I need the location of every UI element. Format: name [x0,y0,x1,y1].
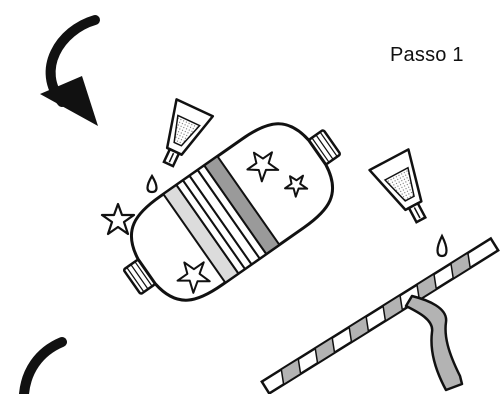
glue-bottle-icon-left [150,99,212,172]
star-icon-floating [102,204,134,234]
curved-arrow-icon-top [40,20,98,126]
curved-arrow-icon-bottom [24,342,62,394]
ribbon-icon [406,296,462,390]
glue-drop-icon-left [148,176,157,192]
glue-drop-icon-right [438,236,447,256]
glue-bottle-icon-right [370,149,441,230]
striped-stick [262,239,498,394]
decorated-bottle [101,98,363,326]
